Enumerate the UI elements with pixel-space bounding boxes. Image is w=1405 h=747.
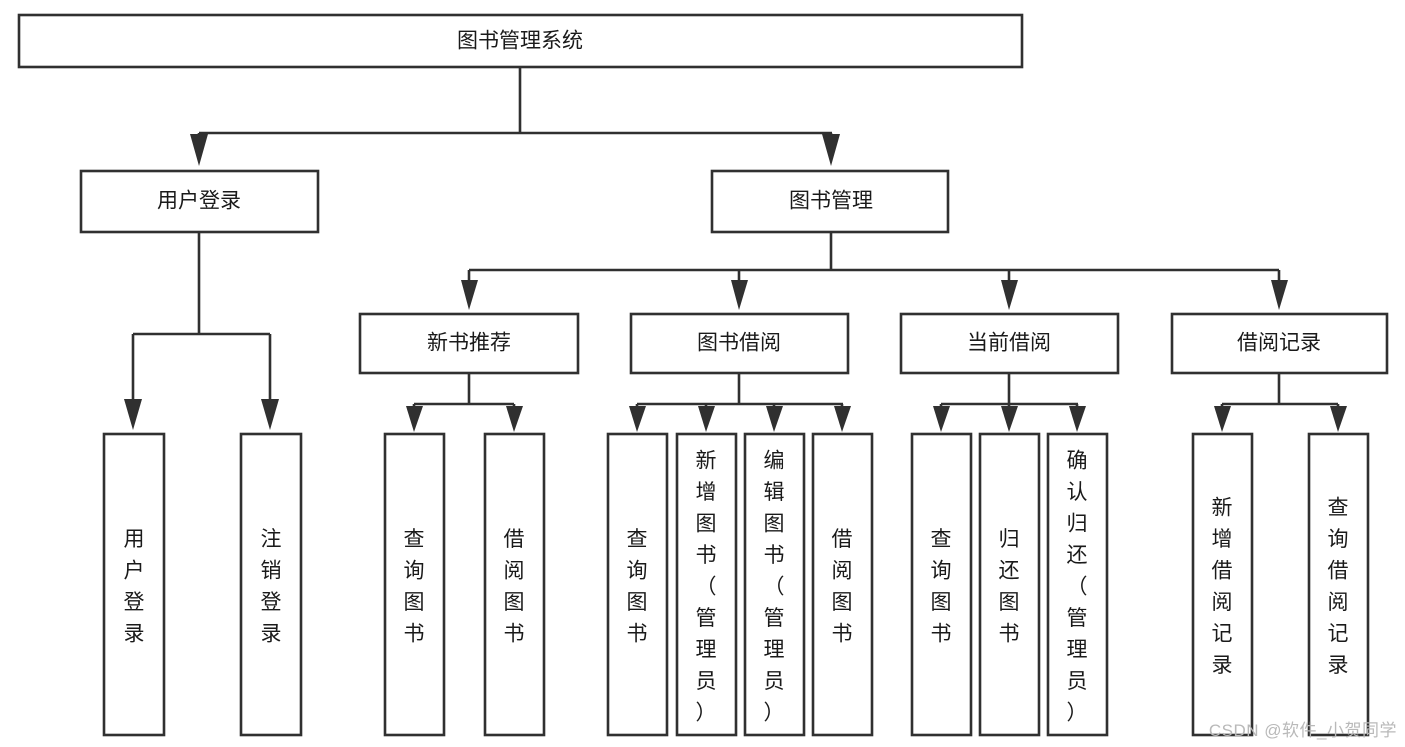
node-user-login-box[interactable] <box>79 169 320 234</box>
node-user-login[interactable]: 用户登录 <box>79 169 320 234</box>
node-leaf-borrow-book-box[interactable] <box>811 432 874 737</box>
node-borrow-record-label: 借阅记录 <box>1237 332 1321 355</box>
node-leaf-query-borrow-record[interactable]: 查询借阅记录 <box>1307 432 1370 737</box>
node-leaf-edit-book-admin[interactable]: 编辑图书（管理员） <box>743 432 806 737</box>
node-book-borrow[interactable]: 图书借阅 <box>629 312 850 375</box>
node-leaf-query-book-rec-label: 查询图书 <box>404 528 425 646</box>
node-leaf-query-book-rec-box[interactable] <box>383 432 446 737</box>
arrowhead-leaf-query-borrow-record <box>1330 406 1347 432</box>
node-leaf-return-book[interactable]: 归还图书 <box>978 432 1041 737</box>
node-leaf-edit-book-admin-box[interactable] <box>743 432 806 737</box>
node-leaf-borrow-book[interactable]: 借阅图书 <box>811 432 874 737</box>
node-leaf-return-book-label: 归还图书 <box>999 528 1020 646</box>
node-leaf-add-borrow-record-box[interactable] <box>1191 432 1254 737</box>
node-leaf-query-book-borrow-label: 查询图书 <box>627 528 648 646</box>
arrowhead-user-login <box>190 134 208 166</box>
node-leaf-borrow-book-rec-box[interactable] <box>483 432 546 737</box>
arrowhead-leaf-return-book <box>1001 406 1018 432</box>
arrowhead-book-manage <box>822 134 840 166</box>
arrowhead-leaf-user-logout <box>261 399 279 430</box>
arrowhead-leaf-query-book-borrow <box>629 406 646 432</box>
node-new-book-recommend-box[interactable] <box>358 312 580 375</box>
node-leaf-user-login-label: 用户登录 <box>124 528 145 646</box>
arrowhead-leaf-confirm-return-admin <box>1069 406 1086 432</box>
node-leaf-query-book-current-box[interactable] <box>910 432 973 737</box>
node-book-manage-box[interactable] <box>710 169 950 234</box>
node-borrow-record[interactable]: 借阅记录 <box>1170 312 1389 375</box>
node-leaf-add-book-admin-box[interactable] <box>675 432 738 737</box>
node-leaf-user-login[interactable]: 用户登录 <box>102 432 166 737</box>
node-leaf-borrow-book-rec-label: 借阅图书 <box>504 528 525 646</box>
node-root-box[interactable] <box>17 13 1024 69</box>
arrowhead-current-borrow <box>1001 280 1018 310</box>
node-new-book-recommend[interactable]: 新书推荐 <box>358 312 580 375</box>
node-current-borrow[interactable]: 当前借阅 <box>899 312 1120 375</box>
node-leaf-user-login-box[interactable] <box>102 432 166 737</box>
node-leaf-return-book-box[interactable] <box>978 432 1041 737</box>
node-leaf-edit-book-admin-label: 编辑图书（管理员） <box>764 449 785 724</box>
node-leaf-confirm-return-admin-box[interactable] <box>1046 432 1109 737</box>
node-leaf-query-book-rec[interactable]: 查询图书 <box>383 432 446 737</box>
node-book-manage-label: 图书管理 <box>789 190 873 213</box>
node-new-book-recommend-label: 新书推荐 <box>427 332 511 355</box>
node-leaf-add-book-admin[interactable]: 新增图书（管理员） <box>675 432 738 737</box>
node-leaf-query-book-current-label: 查询图书 <box>931 528 952 646</box>
node-user-login-label: 用户登录 <box>157 190 241 213</box>
node-leaf-query-book-current[interactable]: 查询图书 <box>910 432 973 737</box>
arrowhead-leaf-edit-book-admin <box>766 406 783 432</box>
node-leaf-user-logout-box[interactable] <box>239 432 303 737</box>
node-leaf-borrow-book-rec[interactable]: 借阅图书 <box>483 432 546 737</box>
node-leaf-confirm-return-admin-label: 确认归还（管理员） <box>1067 449 1088 724</box>
arrowhead-new-book-recommend <box>461 280 478 310</box>
arrowhead-leaf-query-book-current <box>933 406 950 432</box>
arrowhead-borrow-record <box>1271 280 1288 310</box>
node-leaf-borrow-book-label: 借阅图书 <box>832 528 853 646</box>
node-book-borrow-box[interactable] <box>629 312 850 375</box>
csdn-watermark: CSDN @软件_小贺同学 <box>1208 721 1397 740</box>
node-current-borrow-label: 当前借阅 <box>967 332 1051 355</box>
arrowhead-leaf-borrow-book-rec <box>506 406 523 432</box>
arrowhead-leaf-user-login <box>124 399 142 430</box>
arrowhead-leaf-borrow-book <box>834 406 851 432</box>
connectors-group <box>124 67 1347 432</box>
node-leaf-confirm-return-admin[interactable]: 确认归还（管理员） <box>1046 432 1109 737</box>
node-leaf-add-book-admin-label: 新增图书（管理员） <box>696 449 717 724</box>
node-leaf-user-logout[interactable]: 注销登录 <box>239 432 303 737</box>
node-book-manage[interactable]: 图书管理 <box>710 169 950 234</box>
node-leaf-query-borrow-record-label: 查询借阅记录 <box>1328 497 1349 678</box>
node-leaf-query-borrow-record-box[interactable] <box>1307 432 1370 737</box>
node-leaf-add-borrow-record[interactable]: 新增借阅记录 <box>1191 432 1254 737</box>
node-leaf-add-borrow-record-label: 新增借阅记录 <box>1212 497 1233 678</box>
node-root[interactable]: 图书管理系统 <box>17 13 1024 69</box>
node-leaf-query-book-borrow[interactable]: 查询图书 <box>606 432 669 737</box>
arrowhead-leaf-add-borrow-record <box>1214 406 1231 432</box>
arrowhead-leaf-add-book-admin <box>698 406 715 432</box>
node-book-borrow-label: 图书借阅 <box>697 332 781 355</box>
node-root-label: 图书管理系统 <box>457 30 583 53</box>
node-borrow-record-box[interactable] <box>1170 312 1389 375</box>
arrowhead-leaf-query-book-rec <box>406 406 423 432</box>
node-leaf-query-book-borrow-box[interactable] <box>606 432 669 737</box>
node-leaf-user-logout-label: 注销登录 <box>261 528 282 646</box>
node-current-borrow-box[interactable] <box>899 312 1120 375</box>
arrowhead-book-borrow <box>731 280 748 310</box>
